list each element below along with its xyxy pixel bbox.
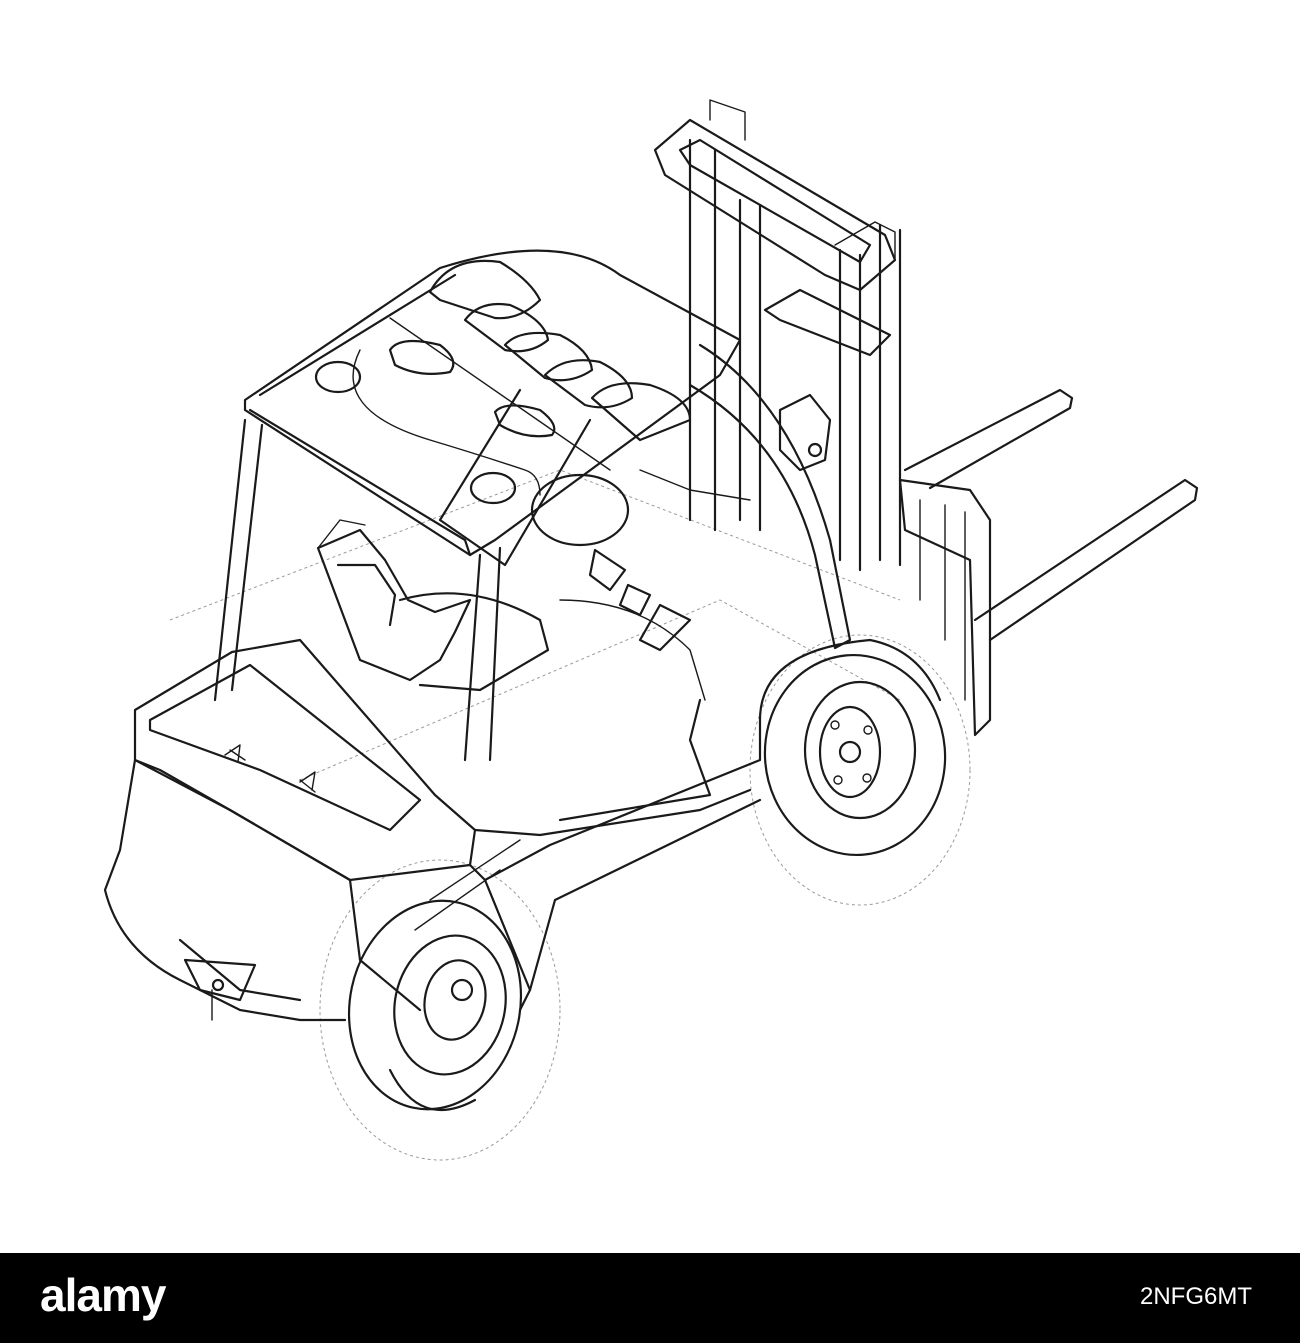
lift-mast bbox=[653, 99, 902, 572]
forklift-illustration bbox=[103, 99, 1199, 1161]
operator-seat bbox=[316, 519, 550, 692]
watermark-footer: alamy 2NFG6MT bbox=[0, 1253, 1300, 1343]
steering-and-controls bbox=[530, 469, 751, 701]
forklift-drawing bbox=[103, 99, 1199, 1161]
overhead-guard bbox=[213, 249, 852, 762]
fork-tines bbox=[903, 388, 1199, 642]
front-wheel bbox=[758, 638, 947, 857]
rear-wheel bbox=[347, 899, 523, 1112]
image-id-label: 2NFG6MT bbox=[1139, 1283, 1252, 1310]
alamy-logo: alamy bbox=[40, 1269, 166, 1321]
truck-body bbox=[103, 638, 762, 1022]
fork-carriage bbox=[898, 478, 992, 737]
hidden-construction-lines bbox=[169, 469, 971, 1161]
